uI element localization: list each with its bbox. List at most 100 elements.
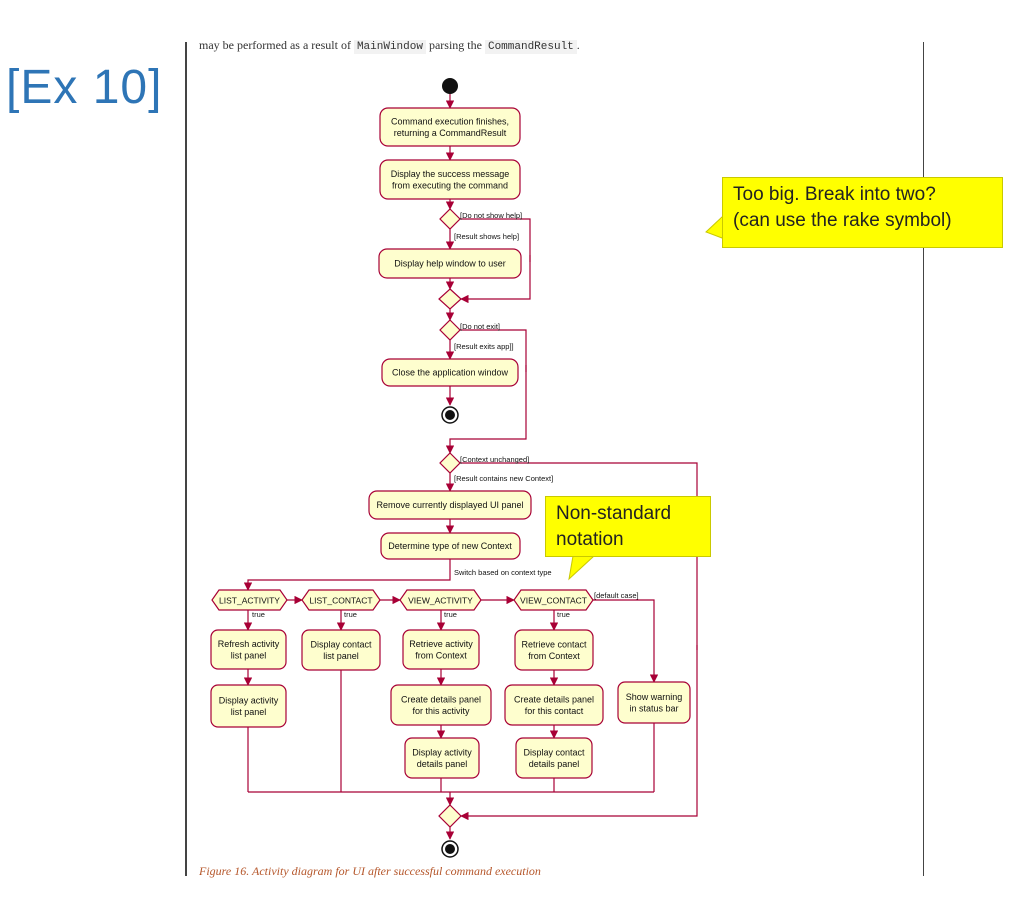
callout-non-standard-line: notation	[556, 529, 624, 550]
hex-label-view-activity: VIEW_ACTIVITY	[408, 596, 473, 606]
activity-display-contact-list	[301, 629, 381, 671]
activity-label-line: details panel	[417, 759, 468, 769]
activity-retrieve-activity	[402, 629, 480, 670]
callout-non-standard-line: Non-standard	[556, 503, 672, 524]
activity-display-help	[378, 248, 522, 279]
callout-pointer-non-standard	[568, 555, 596, 581]
callout-too-big-line: Too big. Break into two?	[733, 184, 936, 205]
guard-default-case: [default case]	[594, 591, 639, 600]
activity-display-contact-details	[515, 737, 593, 779]
guard-no-exit: [Do not exit]	[460, 322, 500, 331]
hex-label-view-contact: VIEW_CONTACT	[520, 596, 587, 606]
slide-title: [Ex 10]	[6, 61, 163, 114]
guard-switch: Switch based on context type	[454, 568, 552, 577]
activity-display-success	[379, 159, 521, 200]
hex-label-list-activity: LIST_ACTIVITY	[219, 596, 280, 606]
activity-label-line: list panel	[231, 650, 267, 660]
guard-true-view-contact: true	[557, 610, 570, 619]
decision-diamonds	[438, 208, 462, 828]
end-node-final	[441, 840, 459, 858]
activity-cmd-finish	[379, 107, 521, 147]
callout-too-big-line: (can use the rake symbol)	[733, 210, 952, 231]
decision-context	[439, 452, 461, 474]
intro-code-mainwindow: MainWindow	[353, 40, 426, 54]
activity-label-line: Show warning	[626, 692, 683, 702]
activity-show-warning	[617, 681, 691, 724]
activity-label-line: from executing the command	[392, 180, 508, 190]
guard-no-help: [Do not show help]	[460, 211, 522, 220]
activity-label-line: from Context	[528, 651, 580, 661]
decision-help	[439, 208, 461, 230]
activity-label-cmd-finish: Command execution finishes, returning a C…	[391, 116, 509, 138]
guard-ctx-new: [Result contains new Context]	[454, 474, 553, 483]
activity-retrieve-contact	[514, 629, 594, 671]
guard-shows-help: [Result shows help]	[454, 232, 519, 241]
activity-label-line: Refresh activity	[218, 639, 280, 649]
activity-label-line: Display contact	[523, 747, 585, 757]
activity-label-line: returning a CommandResult	[394, 128, 507, 138]
decision-exit	[439, 319, 461, 341]
activity-label-determine-type: Determine type of new Context	[388, 541, 512, 551]
activity-label-line: Command execution finishes,	[391, 116, 509, 126]
activity-label-line: Display the success message	[391, 169, 510, 179]
hex-view-contact	[513, 589, 594, 611]
guard-true-list-activity: true	[252, 610, 265, 619]
activity-label-create-activity-details: Create details panel for this activity	[401, 694, 481, 716]
activity-labels: Command execution finishes, returning a C…	[218, 116, 683, 769]
left-page-rule	[185, 42, 187, 876]
edges	[243, 93, 698, 840]
activity-remove-panel	[368, 490, 532, 520]
activity-display-activity-details	[404, 737, 480, 779]
callout-non-standard: Non-standard notation	[545, 496, 711, 557]
activity-create-activity-details	[390, 684, 492, 726]
activity-label-retrieve-contact: Retrieve contact from Context	[521, 639, 587, 661]
figure-caption: Figure 16. Activity diagram for UI after…	[199, 864, 541, 878]
activity-label-line: list panel	[323, 651, 359, 661]
activity-label-line: Close the application window	[392, 368, 509, 378]
guard-exits-app: [Result exits app]]	[454, 342, 514, 351]
activity-determine-type	[380, 532, 521, 560]
activity-label-remove-panel: Remove currently displayed UI panel	[376, 500, 523, 510]
activity-label-line: in status bar	[629, 703, 678, 713]
activity-label-line: for this activity	[412, 706, 470, 716]
activity-label-line: Display activity	[412, 747, 472, 757]
activity-label-line: from Context	[415, 650, 467, 660]
guard-true-list-contact: true	[344, 610, 357, 619]
activity-label-line: Retrieve contact	[521, 639, 587, 649]
right-page-rule	[923, 42, 924, 876]
merge-final	[438, 804, 462, 828]
activity-label-line: details panel	[529, 759, 580, 769]
hex-list-contact	[301, 589, 381, 611]
activity-label-close-app: Close the application window	[392, 368, 509, 378]
activity-label-line: Determine type of new Context	[388, 541, 512, 551]
activity-label-display-help: Display help window to user	[394, 259, 506, 269]
activity-label-line: Create details panel	[401, 694, 481, 704]
callout-pointer-too-big	[705, 215, 723, 239]
intro-code-commandresult: CommandResult	[484, 40, 577, 54]
intro-start: may be performed as a result of	[199, 38, 354, 52]
end-node-exit	[441, 406, 459, 424]
activity-label-line: for this contact	[525, 706, 584, 716]
intro-mid: parsing the	[425, 38, 485, 52]
hex-list-activity	[211, 589, 288, 611]
activity-label-line: Retrieve activity	[409, 639, 473, 649]
hex-label-list-contact: LIST_CONTACT	[309, 596, 372, 606]
activity-label-display-activity-details: Display activity details panel	[412, 747, 472, 769]
activity-refresh-activity	[210, 629, 287, 670]
intro-end: .	[576, 38, 580, 52]
activity-label-display-contact-details: Display contact details panel	[523, 747, 585, 769]
start-node	[442, 78, 458, 94]
activity-label-line: Remove currently displayed UI panel	[376, 500, 523, 510]
guard-true-view-activity: true	[444, 610, 457, 619]
intro-text: may be performed as a result of MainWind…	[199, 38, 580, 54]
activity-close-app	[381, 358, 519, 387]
hex-view-activity	[399, 589, 482, 611]
